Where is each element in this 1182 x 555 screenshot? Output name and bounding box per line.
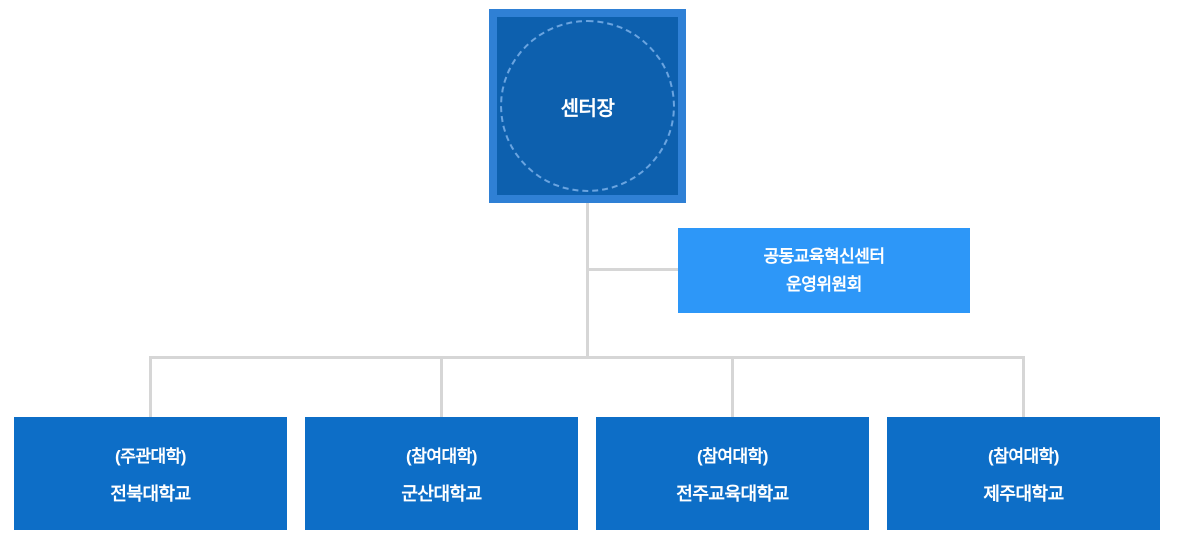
- connector-committee-branch: [586, 268, 678, 271]
- university-role-label: (주관대학): [115, 446, 186, 466]
- committee-label-line1: 공동교육혁신센터: [763, 246, 885, 266]
- university-name-label: 군산대학교: [401, 483, 482, 504]
- university-role-label: (참여대학): [697, 446, 768, 466]
- committee-label-line2: 운영위원회: [786, 274, 862, 294]
- university-name-label: 전주교육대학교: [676, 483, 789, 504]
- university-name-label: 전북대학교: [110, 483, 191, 504]
- committee-node: 공동교육혁신센터 운영위원회: [678, 228, 970, 313]
- connector-drop-university-1: [149, 356, 152, 417]
- university-role-label: (참여대학): [406, 446, 477, 466]
- connector-drop-university-2: [440, 356, 443, 417]
- connector-drop-university-4: [1022, 356, 1025, 417]
- connector-universities-horizontal: [149, 356, 1025, 359]
- university-node-jeonbuk: (주관대학) 전북대학교: [14, 417, 287, 530]
- connector-director-vertical: [586, 203, 589, 357]
- university-node-kunsan: (참여대학) 군산대학교: [305, 417, 578, 530]
- director-dashed-circle: 센터장: [500, 20, 675, 192]
- director-node: 센터장: [489, 9, 686, 203]
- university-role-label: (참여대학): [988, 446, 1059, 466]
- connector-drop-university-3: [731, 356, 734, 417]
- university-name-label: 제주대학교: [983, 483, 1064, 504]
- university-node-jeju: (참여대학) 제주대학교: [887, 417, 1160, 530]
- university-node-jeonju-edu: (참여대학) 전주교육대학교: [596, 417, 869, 530]
- director-label: 센터장: [560, 97, 615, 120]
- director-node-inner: 센터장: [497, 17, 678, 195]
